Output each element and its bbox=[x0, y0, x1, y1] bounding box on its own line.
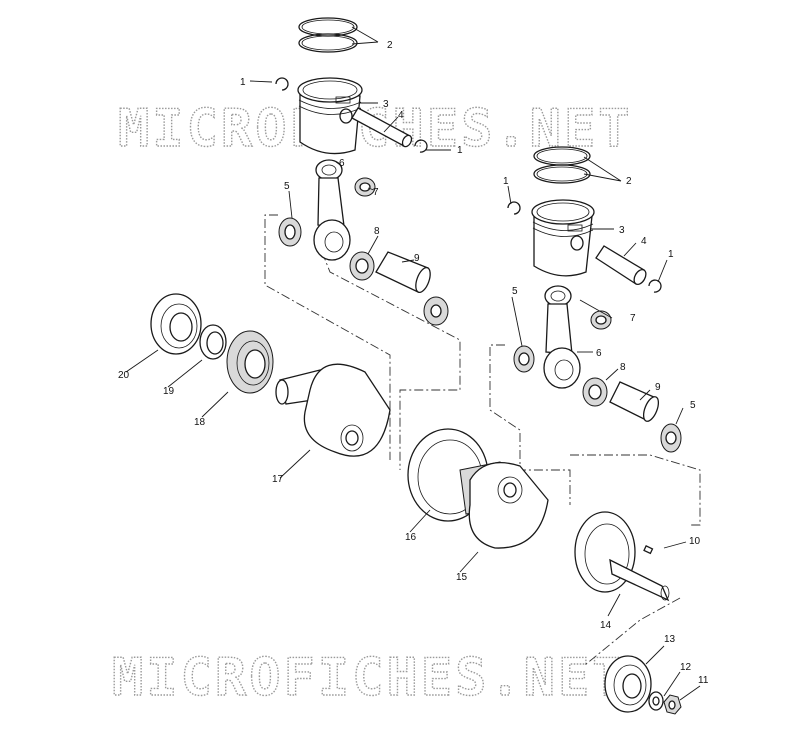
callout-6: 6 bbox=[596, 348, 602, 359]
crankshaft-half-17 bbox=[275, 363, 391, 457]
wrist-pin-upper bbox=[351, 107, 413, 148]
callout-3: 3 bbox=[383, 99, 389, 110]
needle-bearing-big-upper bbox=[349, 251, 375, 281]
piston-upper bbox=[297, 77, 363, 155]
needle-bearing-big-lower bbox=[582, 377, 608, 407]
crank-pin-lower bbox=[609, 381, 660, 422]
callout-2: 2 bbox=[387, 40, 393, 51]
callout-4: 4 bbox=[398, 110, 404, 121]
callout-7: 7 bbox=[373, 187, 379, 198]
crankshaft-half-14 bbox=[574, 511, 670, 602]
callout-2: 2 bbox=[626, 176, 632, 187]
callout-5: 5 bbox=[690, 400, 696, 411]
callout-1: 1 bbox=[240, 77, 246, 88]
woodruff-key-10 bbox=[643, 545, 654, 555]
circlip-upper-right bbox=[414, 139, 428, 153]
assembly-guide-lines bbox=[264, 214, 701, 666]
callout-11: 11 bbox=[698, 675, 709, 686]
callout-1: 1 bbox=[503, 176, 509, 187]
thrust-washer-upper-right bbox=[423, 296, 449, 326]
nut-11 bbox=[663, 694, 682, 715]
callout-16: 16 bbox=[405, 532, 417, 543]
needle-bearing-small-upper bbox=[354, 177, 376, 197]
main-bearing-18 bbox=[226, 330, 274, 394]
callout-4: 4 bbox=[641, 236, 647, 247]
callout-15: 15 bbox=[456, 572, 468, 583]
callout-5: 5 bbox=[284, 181, 290, 192]
needle-bearing-small-lower bbox=[590, 310, 612, 330]
callout-6: 6 bbox=[339, 158, 345, 169]
piston-lower bbox=[531, 199, 595, 277]
circlip-upper-left bbox=[275, 77, 289, 91]
wrist-pin-lower bbox=[595, 245, 647, 286]
main-bearing-13 bbox=[604, 655, 652, 713]
crank-pin-upper bbox=[375, 251, 431, 294]
callout-numbers: 2 1 3 4 1 6 7 5 8 9 2 1 3 4 1 5 7 6 8 9 … bbox=[118, 40, 709, 686]
thrust-washer-upper-left bbox=[278, 217, 302, 247]
piston-rings-lower bbox=[533, 146, 591, 184]
callout-1: 1 bbox=[668, 249, 674, 260]
circlip-lower-left bbox=[507, 201, 521, 215]
piston-rings-upper bbox=[298, 17, 358, 53]
spacer-ring-19 bbox=[199, 324, 227, 360]
leader-lines bbox=[125, 26, 701, 701]
watermark-bottom: MICROFICHES.NET bbox=[112, 648, 627, 708]
callout-20: 20 bbox=[118, 370, 130, 381]
connecting-rod-lower bbox=[543, 285, 581, 389]
callout-8: 8 bbox=[374, 226, 380, 237]
callout-10: 10 bbox=[689, 536, 701, 547]
main-bearing-20 bbox=[150, 293, 202, 355]
callout-8: 8 bbox=[620, 362, 626, 373]
callout-18: 18 bbox=[194, 417, 206, 428]
washer-12 bbox=[648, 691, 664, 711]
connecting-rod-upper bbox=[313, 159, 351, 261]
callout-17: 17 bbox=[272, 474, 284, 485]
callout-12: 12 bbox=[680, 662, 692, 673]
callout-3: 3 bbox=[619, 225, 625, 236]
callout-7: 7 bbox=[630, 313, 636, 324]
callout-5: 5 bbox=[512, 286, 518, 297]
callout-1: 1 bbox=[457, 145, 463, 156]
thrust-washer-lower-left bbox=[513, 345, 535, 373]
callout-9: 9 bbox=[655, 382, 661, 393]
thrust-washer-lower-right bbox=[660, 423, 682, 453]
crank-center-15 bbox=[468, 462, 549, 549]
callout-9: 9 bbox=[414, 253, 420, 264]
circlip-lower-right bbox=[648, 279, 662, 293]
callout-13: 13 bbox=[664, 634, 676, 645]
callout-14: 14 bbox=[600, 620, 612, 631]
callout-19: 19 bbox=[163, 386, 175, 397]
